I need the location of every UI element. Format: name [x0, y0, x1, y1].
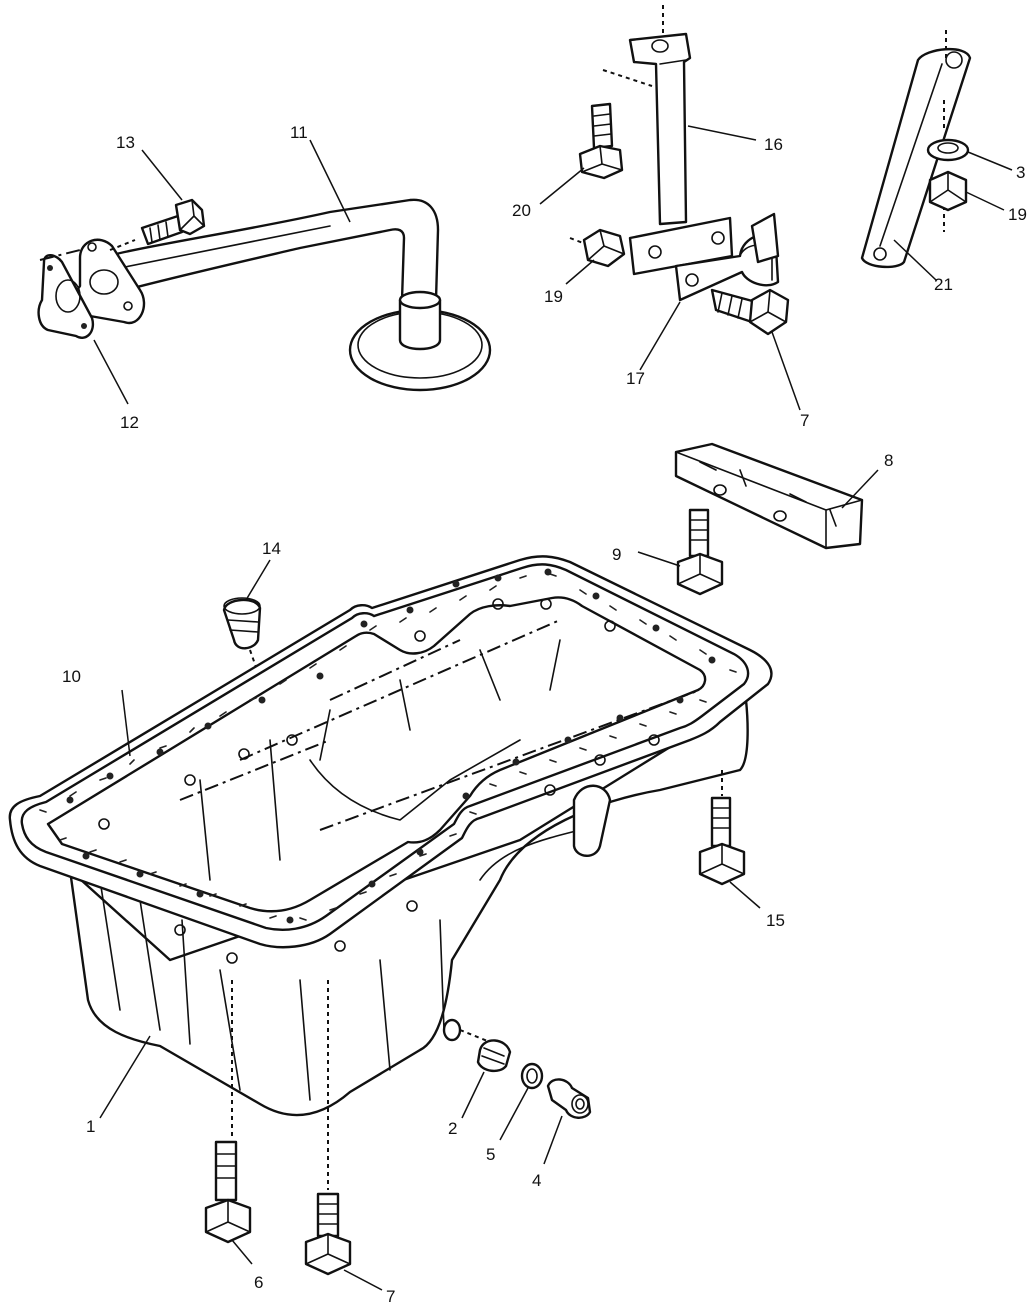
- washer-3: [926, 138, 970, 162]
- callout-9: 9: [612, 545, 621, 564]
- callout-11: 11: [290, 123, 308, 142]
- callout-10: 10: [62, 667, 81, 686]
- clamp-17: [674, 212, 780, 302]
- bolt-7-bottom: [304, 1192, 352, 1276]
- callout-13: 13: [116, 133, 135, 152]
- callout-21: 21: [934, 275, 953, 294]
- callout-7-top: 7: [800, 411, 809, 430]
- callout-8: 8: [884, 451, 893, 470]
- callout-14: 14: [262, 539, 281, 558]
- leader-lines: [93, 125, 1013, 1291]
- callout-7-bottom: 7: [386, 1287, 395, 1306]
- o-ring-5: [520, 1062, 544, 1090]
- pickup-tube-gasket: [37, 254, 95, 339]
- callout-4: 4: [532, 1171, 541, 1190]
- callout-15: 15: [766, 911, 785, 930]
- callout-5: 5: [486, 1145, 495, 1164]
- callout-17: 17: [626, 369, 645, 388]
- plate-8: [674, 442, 864, 550]
- callout-16: 16: [764, 135, 783, 154]
- bolt-15: [698, 796, 746, 886]
- nut-19-right: [928, 170, 968, 212]
- nut-19-left: [582, 228, 626, 268]
- callout-6: 6: [254, 1273, 263, 1292]
- callout-2: 2: [448, 1119, 457, 1138]
- callout-12: 12: [120, 413, 139, 432]
- bracket-16: [628, 32, 734, 276]
- gasket-texture: [39, 568, 737, 924]
- bolt-6: [204, 1140, 252, 1244]
- callout-20: 20: [512, 201, 531, 220]
- bolt-13: [140, 198, 206, 246]
- callout-19-left: 19: [544, 287, 563, 306]
- insert-2: [476, 1039, 512, 1073]
- oil-pan: [8, 555, 773, 1117]
- callout-1: 1: [86, 1117, 95, 1136]
- callout-19-right: 19: [1008, 205, 1027, 224]
- bolt-9: [676, 508, 724, 596]
- bolt-7-top: [710, 288, 790, 336]
- callout-3: 3: [1016, 163, 1025, 182]
- plug-14: [222, 597, 262, 650]
- drain-plug-4: [546, 1078, 592, 1119]
- oil-pickup-tube: [110, 198, 492, 392]
- bolt-20: [578, 102, 624, 180]
- pan-flange-holes: [98, 598, 660, 964]
